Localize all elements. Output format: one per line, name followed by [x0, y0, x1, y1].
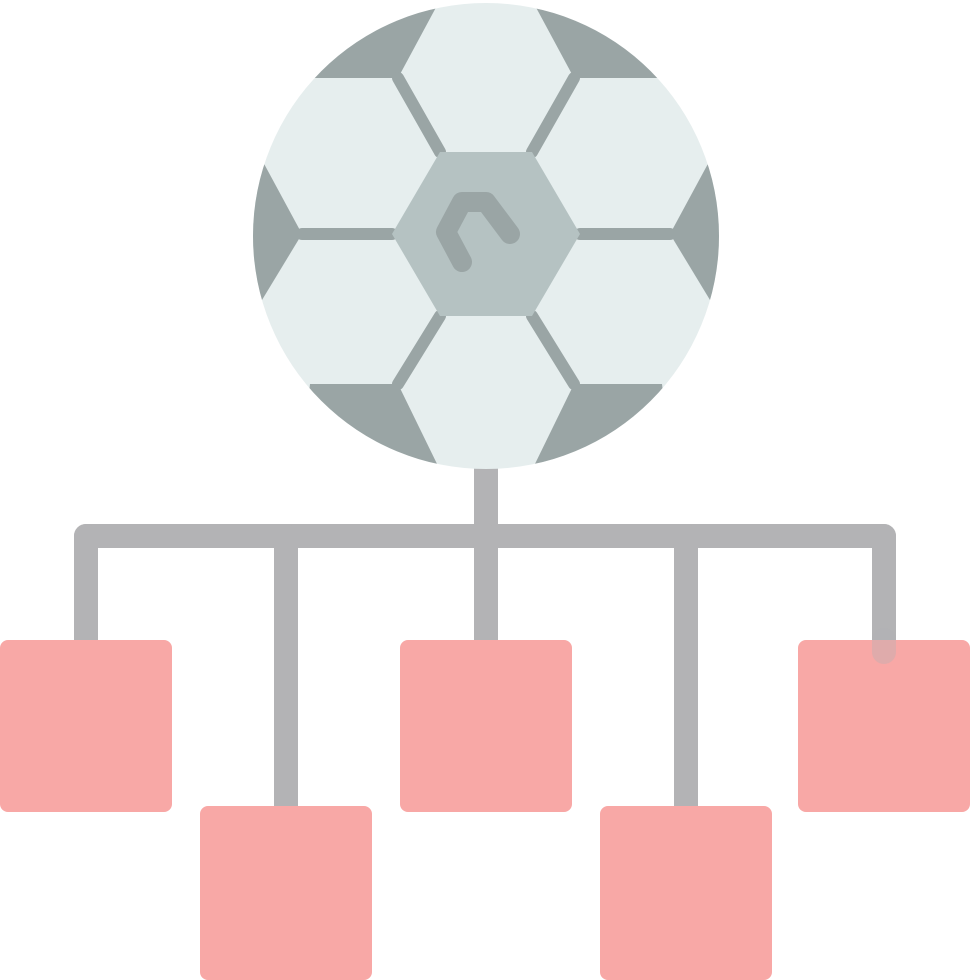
ball-center-mark — [436, 192, 520, 272]
team-node-5 — [798, 640, 970, 812]
team-nodes — [0, 640, 970, 980]
team-node-1 — [0, 640, 172, 812]
ball-seams — [296, 72, 676, 390]
team-node-3 — [400, 640, 572, 812]
team-node-2 — [200, 806, 372, 980]
connector-lines — [74, 454, 896, 820]
ball-center-panel — [392, 152, 580, 316]
team-node-4 — [600, 806, 772, 980]
soccer-ball-icon — [253, 3, 719, 469]
